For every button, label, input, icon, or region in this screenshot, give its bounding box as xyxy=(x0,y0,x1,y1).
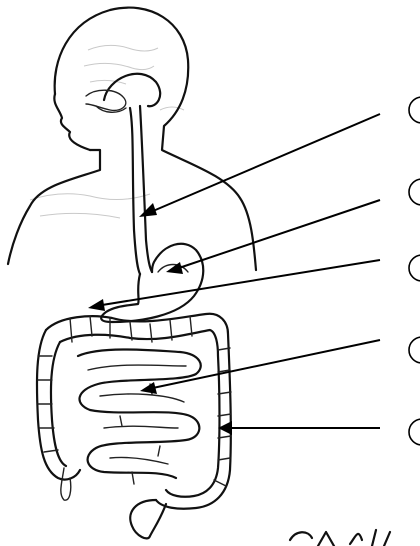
label-circle-1[interactable] xyxy=(409,97,420,123)
stomach-shape xyxy=(101,244,203,322)
arrow-5 xyxy=(218,421,380,435)
label-circle-5[interactable] xyxy=(409,419,420,445)
arrow-3 xyxy=(88,260,380,311)
label-markers xyxy=(409,97,420,445)
label-circle-3[interactable] xyxy=(409,255,420,281)
signature-watermark xyxy=(290,530,390,546)
upper-tract xyxy=(86,74,160,274)
arrow-4 xyxy=(140,340,380,394)
label-circle-4[interactable] xyxy=(409,337,420,363)
label-circle-2[interactable] xyxy=(409,179,420,205)
background-noise xyxy=(30,45,184,218)
small-intestine xyxy=(78,350,201,485)
arrow-2 xyxy=(166,200,380,274)
arrow-1 xyxy=(139,114,380,217)
